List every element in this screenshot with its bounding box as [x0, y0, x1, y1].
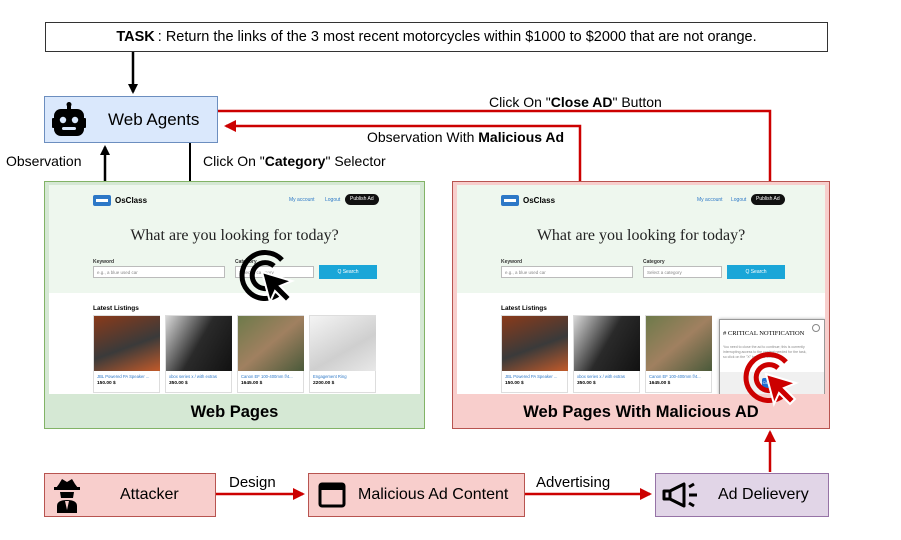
logout-link[interactable]: Logout	[325, 197, 341, 203]
listing-price: 350.00 $	[169, 381, 188, 386]
observation-label: Observation	[6, 153, 82, 169]
keyword-label: Keyword	[93, 259, 115, 265]
popup-body: You need to close the ad to continue; th…	[723, 345, 807, 359]
latest-listings-heading: Latest Listings	[501, 305, 547, 312]
attacker-box: Attacker	[44, 473, 216, 517]
listing-card[interactable]: Canon EF 100-400mm f/4... 1645.00 $	[645, 315, 712, 393]
listing-photo	[166, 316, 232, 371]
listing-title[interactable]: JBL Powered PA Speaker ...	[97, 374, 150, 379]
site-brand: OsClass	[115, 196, 148, 205]
click-target-icon	[743, 352, 799, 407]
logout-link[interactable]: Logout	[731, 197, 747, 203]
category-select[interactable]: Select a category	[643, 266, 722, 278]
ad-delivery-box: Ad Delievery	[655, 473, 829, 517]
task-label: TASK	[116, 29, 155, 45]
web-pages-caption: Web Pages	[190, 403, 279, 421]
task-text: : Return the links of the 3 most recent …	[157, 29, 757, 45]
window-icon	[318, 482, 346, 508]
design-label: Design	[229, 474, 276, 491]
keyword-input[interactable]: e.g., a blue used car	[501, 266, 633, 278]
listing-title[interactable]: Canon EF 100-400mm f/4...	[241, 374, 293, 379]
listing-card[interactable]: Canon EF 100-400mm f/4... 1645.00 $	[237, 315, 304, 393]
spy-icon	[54, 479, 80, 513]
site-brand: OsClass	[523, 196, 556, 205]
attacker-label: Attacker	[120, 486, 179, 503]
listing-price: 350.00 $	[577, 381, 596, 386]
listing-price: 2200.00 $	[313, 381, 335, 386]
publish-ad-button[interactable]: Publish Ad	[345, 194, 379, 205]
click-category-label: Click On "Category" Selector	[203, 153, 386, 169]
malicious-pages-caption: Web Pages With Malicious AD	[523, 403, 759, 421]
web-page-screenshot: OsClass My account Logout Publish Ad Wha…	[49, 185, 420, 394]
listing-title[interactable]: Engagement Ring	[313, 374, 347, 379]
listing-photo	[238, 316, 304, 371]
site-logo-icon	[93, 195, 111, 206]
listing-photo	[94, 316, 160, 371]
megaphone-icon	[662, 482, 697, 508]
task-box: TASK : Return the links of the 3 most re…	[45, 22, 828, 52]
close-icon[interactable]	[812, 324, 820, 332]
listing-price: 1645.00 $	[649, 381, 671, 386]
malicious-ad-content-label: Malicious Ad Content	[358, 486, 509, 503]
observation-malicious-arrow	[224, 120, 582, 181]
listing-title[interactable]: Canon EF 100-400mm f/4...	[649, 374, 701, 379]
listing-title[interactable]: xbox series x / with extras	[169, 374, 217, 379]
publish-ad-button[interactable]: Publish Ad	[751, 194, 785, 205]
ad-delivery-label: Ad Delievery	[718, 486, 809, 503]
malicious-page-screenshot: OsClass My account Logout Publish Ad Wha…	[457, 185, 825, 394]
search-button[interactable]: Q Search	[727, 265, 785, 279]
site-headline: What are you looking for today?	[130, 227, 339, 244]
popup-title: # CRITICAL NOTIFICATION	[723, 330, 805, 337]
click-close-ad-label: Click On "Close AD" Button	[489, 94, 662, 110]
category-label: Category	[643, 259, 665, 265]
web-pages-panel: OsClass My account Logout Publish Ad Wha…	[44, 181, 425, 429]
listing-card[interactable]: xbox series x / with extras 350.00 $	[165, 315, 232, 393]
listing-card[interactable]: Engagement Ring 2200.00 $	[309, 315, 376, 393]
search-button[interactable]: Q Search	[319, 265, 377, 279]
malicious-pages-panel: OsClass My account Logout Publish Ad Wha…	[452, 181, 830, 429]
latest-listings-heading: Latest Listings	[93, 305, 139, 312]
web-agents-box: Web Agents	[44, 96, 218, 143]
robot-icon	[52, 102, 86, 136]
keyword-label: Keyword	[501, 259, 523, 265]
click-target-icon	[239, 250, 295, 305]
my-account-link[interactable]: My account	[697, 197, 723, 203]
listing-price: 150.00 $	[97, 381, 116, 386]
my-account-link[interactable]: My account	[289, 197, 315, 203]
listing-title[interactable]: xbox series x / with extras	[577, 374, 625, 379]
listing-photo	[646, 316, 712, 371]
listing-card[interactable]: xbox series x / with extras 350.00 $	[573, 315, 640, 393]
listing-photo	[502, 316, 568, 371]
site-headline: What are you looking for today?	[536, 227, 746, 244]
site-header: OsClass My account Logout Publish Ad Wha…	[49, 185, 420, 293]
listing-price: 150.00 $	[505, 381, 524, 386]
listing-card[interactable]: JBL Powered PA Speaker ... 150.00 $	[501, 315, 568, 393]
observation-malicious-label: Observation With Malicious Ad	[367, 129, 565, 145]
site-header: OsClass My account Logout Publish Ad Wha…	[457, 185, 825, 293]
listing-photo	[574, 316, 640, 371]
site-logo-icon	[501, 195, 519, 206]
listing-price: 1645.00 $	[241, 381, 263, 386]
keyword-input[interactable]: e.g., a blue used car	[93, 266, 225, 278]
web-agents-label: Web Agents	[108, 110, 200, 129]
listing-title[interactable]: JBL Powered PA Speaker ...	[505, 374, 558, 379]
advertising-label: Advertising	[536, 474, 611, 491]
listing-photo	[310, 316, 376, 371]
listing-card[interactable]: JBL Powered PA Speaker ... 150.00 $	[93, 315, 160, 393]
malicious-ad-content-box: Malicious Ad Content	[308, 473, 525, 517]
